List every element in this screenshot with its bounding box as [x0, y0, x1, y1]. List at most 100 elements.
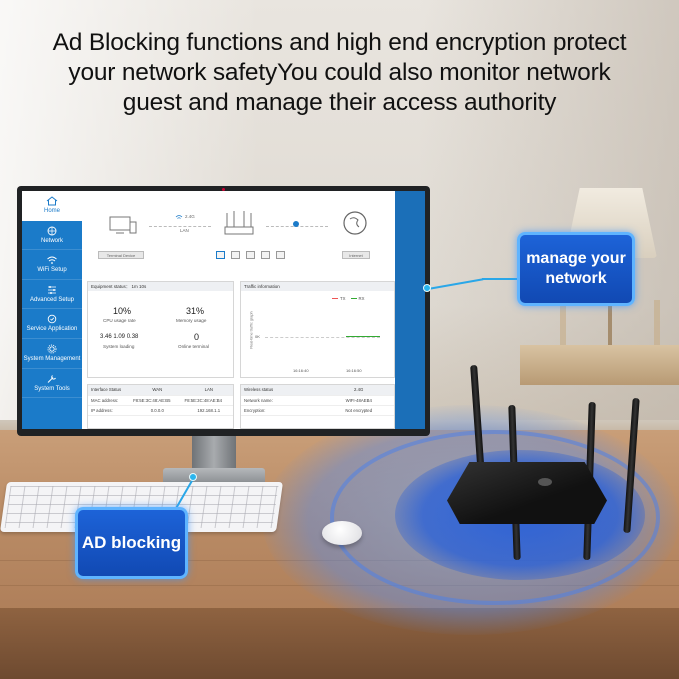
ad-blocking-label: AD blocking: [81, 533, 182, 552]
equipment-status-header: Equipment status： 1m 10s: [88, 282, 233, 291]
signal-ring-middle: [330, 430, 660, 605]
internet-globe-icon: [343, 211, 367, 235]
system-loading-value: 3.46 1.09 0.38: [100, 334, 139, 340]
table-cell: Encryption:: [241, 405, 321, 416]
router-logo: [538, 478, 552, 486]
equipment-status-panel: Equipment status： 1m 10s 10% CPU usage r…: [87, 281, 234, 378]
desktop-edge: [395, 191, 425, 429]
system-loading-label: System loading: [103, 344, 135, 349]
router-admin-screen: Home Network WiFi Setup Advanced Setup S…: [22, 191, 425, 429]
table-header-row: Wireless status 2.4G: [241, 385, 394, 396]
wifi-small-icon: [175, 215, 183, 219]
link-line: [149, 226, 211, 227]
lan-port-4[interactable]: [261, 251, 270, 259]
wireless-status-panel: Wireless status 2.4G Network name: WIFI-…: [240, 384, 395, 429]
band-label: 2.4G: [185, 214, 195, 219]
gear-icon: [47, 344, 57, 354]
sidebar-item-label: Advanced Setup: [29, 296, 75, 303]
table-cell: 0.0.0.0: [130, 405, 182, 416]
headline: Ad Blocking functions and high end encry…: [0, 28, 679, 118]
terminal-device-label[interactable]: Terminal Device: [98, 251, 144, 259]
tools-icon: [47, 374, 56, 383]
legend-tx: TX: [332, 296, 346, 301]
sidebar-item-advanced-setup[interactable]: Advanced Setup: [22, 280, 82, 310]
table-cell: F8:5E:3C:48:AE:B4: [181, 395, 233, 406]
connector-dot: [189, 473, 197, 481]
network-topology: 2.4G LAN Terminal Device Internet: [94, 205, 379, 265]
table-header-cell: WAN: [130, 385, 182, 396]
online-terminal-value: 0: [194, 332, 200, 342]
link-label: LAN: [180, 228, 189, 233]
connection-icon: [293, 221, 299, 227]
table-header-cell: LAN: [181, 385, 233, 396]
wireless-status-table: Wireless status 2.4G Network name: WIFI-…: [241, 385, 394, 416]
uptime-value: 1m 10s: [131, 284, 147, 289]
sidebar-item-label: Service Application: [26, 326, 78, 333]
sidebar-item-service-application[interactable]: Service Application: [22, 309, 82, 339]
connector-dot: [423, 284, 431, 292]
tx-swatch: [332, 298, 338, 299]
table-cell: WIFI-48AEB4: [320, 395, 394, 406]
computer-icon: [109, 216, 137, 234]
interface-status-panel: Interface Status WAN LAN MAC address: F8…: [87, 384, 234, 429]
traffic-y-label: Real-time traffic graph: [249, 311, 254, 349]
manage-network-callout: manage your network: [517, 232, 635, 306]
connector-line: [482, 278, 518, 280]
traffic-y-tick: 0K: [255, 334, 260, 339]
memory-usage-label: Memory usage: [176, 318, 207, 323]
wifi-icon: [47, 256, 57, 265]
sidebar-item-label: System Tools: [34, 385, 70, 392]
chair: [560, 300, 660, 380]
sliders-icon: [48, 285, 56, 294]
table-row: Network name: WIFI-48AEB4: [241, 395, 394, 406]
sidebar-item-label: Network: [40, 237, 63, 244]
headline-line-2: your network safetyYou could also monito…: [68, 59, 611, 86]
sidebar-item-label: WiFi Setup: [37, 267, 67, 274]
equipment-status-title: Equipment status：: [91, 284, 131, 289]
table-row: IP address: 0.0.0.0 192.168.1.1: [88, 405, 233, 416]
sidebar-item-wifi-setup[interactable]: WiFi Setup: [22, 250, 82, 280]
admin-sidebar: Home Network WiFi Setup Advanced Setup S…: [22, 191, 82, 429]
monitor: Home Network WiFi Setup Advanced Setup S…: [17, 186, 430, 436]
shelf: [520, 345, 679, 385]
table-header-cell: Interface Status: [88, 385, 131, 396]
traffic-information-header: Traffic information: [241, 282, 394, 291]
sidebar-item-network[interactable]: Network: [22, 221, 82, 251]
manage-callout-line-1: manage your: [526, 250, 626, 267]
sidebar-item-label: System Management: [23, 356, 81, 363]
sidebar-filler: [22, 398, 82, 428]
sidebar-item-system-tools[interactable]: System Tools: [22, 369, 82, 399]
table-row: MAC address: F8:5E:3C:48:AE:B5 F8:5E:3C:…: [88, 395, 233, 406]
table-cell: 192.168.1.1: [181, 405, 233, 416]
sidebar-item-label: Home: [43, 208, 60, 215]
table-cell: Not encrypted: [320, 405, 394, 416]
sidebar-item-home[interactable]: Home: [22, 191, 82, 221]
service-icon: [47, 315, 57, 324]
ad-blocking-callout: AD blocking: [75, 507, 188, 579]
table-cell: IP address:: [88, 405, 131, 416]
legend-rx: RX: [350, 296, 365, 301]
traffic-x-tick-2: 16:16:50: [346, 368, 362, 373]
internet-label[interactable]: Internet: [342, 251, 370, 259]
table-header-cell: Wireless status: [241, 385, 321, 396]
cpu-usage-label: CPU usage rate: [103, 318, 136, 323]
traffic-baseline: [265, 337, 380, 338]
lan-port-3[interactable]: [246, 251, 255, 259]
monitor-stand-neck: [192, 436, 236, 472]
rx-swatch: [350, 298, 357, 299]
table-header-row: Interface Status WAN LAN: [88, 385, 233, 396]
lan-port-2[interactable]: [231, 251, 240, 259]
cpu-usage-value: 10%: [113, 306, 132, 316]
legend-rx-label: RX: [358, 296, 365, 301]
sidebar-item-system-management[interactable]: System Management: [22, 339, 82, 369]
interface-status-table: Interface Status WAN LAN MAC address: F8…: [88, 385, 233, 416]
mouse: [322, 521, 362, 545]
table-row: Encryption: Not encrypted: [241, 405, 394, 416]
rx-trace: [346, 336, 380, 337]
wan-port[interactable]: [276, 251, 285, 259]
router-icon: [224, 211, 254, 235]
lan-port-1[interactable]: [216, 251, 225, 259]
table-cell: MAC address:: [88, 395, 131, 406]
manage-callout-line-2: network: [545, 270, 607, 287]
traffic-x-tick-1: 16:16:40: [293, 368, 309, 373]
